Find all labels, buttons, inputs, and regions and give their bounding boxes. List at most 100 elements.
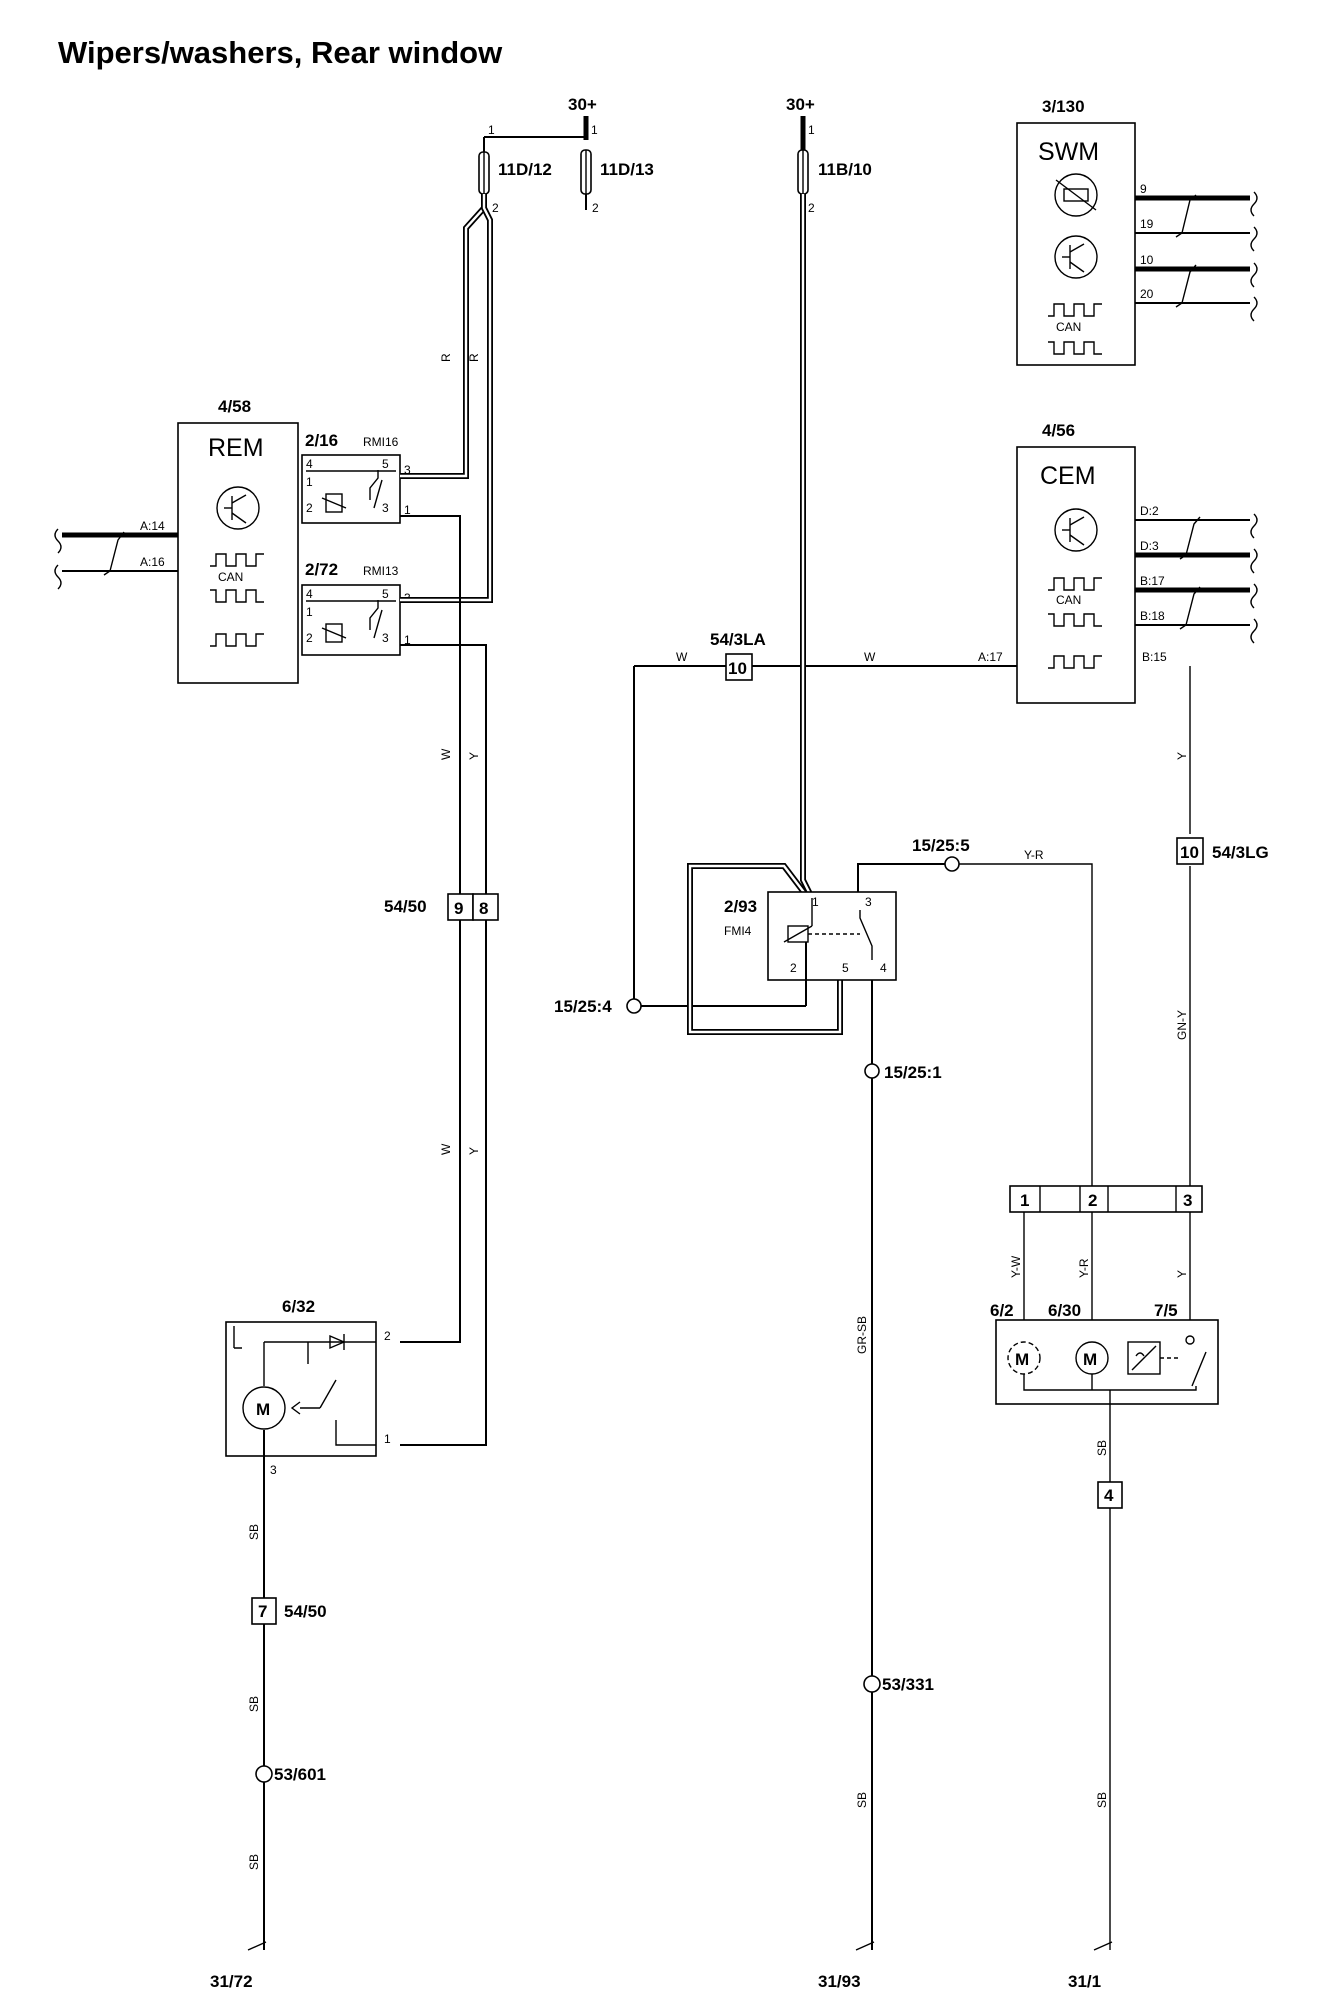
rem-can-icon	[210, 553, 264, 647]
svg-text:Y: Y	[467, 752, 481, 760]
svg-text:SB: SB	[247, 1854, 261, 1870]
splice-15-25-4	[626, 998, 642, 1014]
svg-text:Y-R: Y-R	[1024, 848, 1044, 862]
relay-2-72	[301, 584, 401, 656]
supply-bus-left	[483, 116, 589, 155]
svg-text:15/25:1: 15/25:1	[884, 1063, 942, 1082]
relay-2-16-code: 2/16	[305, 431, 338, 450]
svg-text:2: 2	[384, 1329, 391, 1343]
svg-text:CAN: CAN	[1056, 593, 1081, 607]
diagram-title: Wipers/washers, Rear window	[58, 35, 503, 70]
swm-code: 3/130	[1042, 97, 1085, 116]
svg-text:5: 5	[842, 961, 849, 975]
fuse-11d12	[478, 151, 490, 195]
svg-text:15/25:4: 15/25:4	[554, 997, 612, 1016]
svg-text:GR-SB: GR-SB	[855, 1316, 869, 1354]
svg-text:CAN: CAN	[1056, 320, 1081, 334]
svg-text:1: 1	[404, 503, 411, 517]
svg-text:Y: Y	[467, 1147, 481, 1155]
svg-text:SB: SB	[247, 1524, 261, 1540]
svg-text:Y: Y	[1175, 752, 1189, 760]
cem-name: CEM	[1040, 462, 1096, 490]
svg-text:D:3: D:3	[1140, 539, 1159, 553]
svg-text:Y-W: Y-W	[1009, 1255, 1023, 1278]
cem-transistor-icon	[1054, 508, 1098, 552]
svg-text:7: 7	[258, 1602, 267, 1621]
svg-text:W: W	[439, 1143, 453, 1155]
svg-text:2: 2	[592, 201, 599, 215]
cem-can-icon	[1048, 577, 1102, 669]
svg-text:SB: SB	[247, 1696, 261, 1712]
svg-text:GN-Y: GN-Y	[1175, 1010, 1189, 1040]
svg-text:20: 20	[1140, 287, 1154, 301]
ground-splice-53-331	[863, 1675, 881, 1693]
ground-31-1: 31/1	[1068, 1972, 1101, 1991]
relay-2-16-tag: RMI16	[363, 435, 399, 449]
svg-text:53/601: 53/601	[274, 1765, 326, 1784]
svg-text:3: 3	[382, 631, 389, 645]
svg-text:10: 10	[1140, 253, 1154, 267]
level-sensor-icon	[1127, 1335, 1207, 1387]
svg-text:W: W	[676, 650, 688, 664]
ground-path-right	[1093, 1390, 1113, 1951]
connector-54-3la-pin	[725, 653, 753, 681]
svg-text:R: R	[467, 353, 481, 362]
svg-text:SB: SB	[855, 1792, 869, 1808]
svg-text:3: 3	[404, 463, 411, 477]
svg-text:3: 3	[865, 895, 872, 909]
ground-31-72: 31/72	[210, 1972, 253, 1991]
svg-text:3: 3	[1183, 1191, 1192, 1210]
splice-15-25-1	[864, 1063, 880, 1079]
wire-gr-sb	[855, 980, 875, 1951]
connector-54-50-pin8	[472, 893, 499, 921]
sensor-code: 7/5	[1154, 1301, 1178, 1320]
svg-text:D:2: D:2	[1140, 504, 1159, 518]
svg-text:53/331: 53/331	[882, 1675, 934, 1694]
svg-text:9: 9	[454, 899, 463, 918]
svg-text:19: 19	[1140, 217, 1154, 231]
motor-rear-wiper	[225, 1321, 377, 1457]
svg-text:4: 4	[306, 457, 313, 471]
cem-code: 4/56	[1042, 421, 1075, 440]
svg-text:B:18: B:18	[1140, 609, 1165, 623]
svg-text:1: 1	[591, 123, 598, 137]
relay-2-72-tag: RMI13	[363, 564, 399, 578]
connector-54-3lg-label: 54/3LG	[1212, 843, 1269, 862]
relay-2-72-code: 2/72	[305, 560, 338, 579]
svg-text:Y: Y	[1175, 1270, 1189, 1278]
swm-name: SWM	[1038, 138, 1099, 166]
svg-text:SB: SB	[1095, 1792, 1109, 1808]
relay-2-93-tag: FMI4	[724, 924, 752, 938]
svg-text:5: 5	[382, 457, 389, 471]
fuse-11b10	[797, 116, 809, 195]
svg-text:8: 8	[479, 899, 488, 918]
svg-text:A:17: A:17	[978, 650, 1003, 664]
supply-label-left: 30+	[568, 95, 597, 114]
svg-text:10: 10	[728, 659, 747, 678]
wire-w-y	[400, 515, 487, 1446]
svg-text:9: 9	[1140, 182, 1147, 196]
wire-y-r	[857, 863, 1093, 1186]
svg-text:R: R	[439, 353, 453, 362]
fuse-label-2: 11D/13	[600, 160, 654, 179]
svg-text:A:16: A:16	[140, 555, 165, 569]
relay-2-16	[301, 454, 401, 524]
cem-module	[1016, 446, 1136, 704]
svg-text:1: 1	[306, 475, 313, 489]
svg-text:A:14: A:14	[140, 519, 165, 533]
svg-text:M: M	[1083, 1350, 1097, 1369]
fuse-11d13	[580, 149, 592, 210]
rem-name: REM	[208, 434, 264, 462]
rem-code: 4/58	[218, 397, 251, 416]
swm-wires	[1135, 191, 1258, 322]
svg-text:15/25:5: 15/25:5	[912, 836, 970, 855]
swm-module	[1016, 122, 1136, 366]
svg-text:3: 3	[382, 501, 389, 515]
supply-label-right: 30+	[786, 95, 815, 114]
svg-text:1: 1	[488, 123, 495, 137]
svg-text:5: 5	[382, 587, 389, 601]
swm-can-icon	[1048, 303, 1102, 355]
svg-text:M: M	[256, 1400, 270, 1419]
svg-text:M: M	[1015, 1350, 1029, 1369]
